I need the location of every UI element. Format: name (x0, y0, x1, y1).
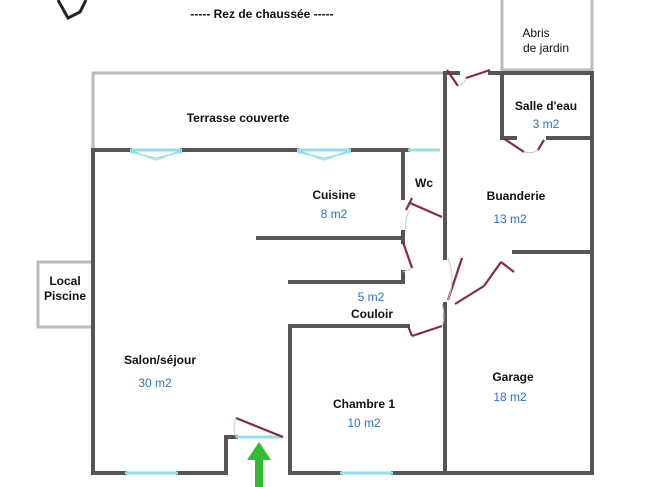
local-piscine-outline (36, 260, 93, 329)
abris-label-2: de jardin (523, 41, 569, 55)
couloir-area: 5 m2 (358, 290, 385, 304)
garage-label: Garage (492, 370, 534, 384)
cuisine-label: Cuisine (312, 188, 356, 202)
buanderie-area: 13 m2 (493, 212, 527, 226)
terrasse-label: Terrasse couverte (187, 111, 290, 125)
floor-title: ----- Rez de chaussée ----- (190, 7, 333, 21)
chambre1-area: 10 m2 (347, 416, 381, 430)
salon-area: 30 m2 (138, 376, 172, 390)
abris-outline (500, 0, 594, 72)
interior-walls (256, 71, 594, 475)
chambre1-label: Chambre 1 (333, 397, 395, 411)
buanderie-label: Buanderie (487, 189, 546, 203)
entrance-arrow-icon (247, 442, 271, 487)
wc-label: Wc (415, 176, 433, 190)
salle-eau-label: Salle d'eau (515, 99, 577, 113)
garage-area: 18 m2 (493, 390, 527, 404)
windows (125, 148, 440, 475)
north-arrow-icon (56, 0, 88, 20)
local-piscine-label-2: Piscine (44, 289, 86, 303)
doors (233, 68, 545, 439)
couloir-label: Couloir (351, 307, 393, 321)
salle-eau-area: 3 m2 (533, 117, 560, 131)
exterior-walls (91, 71, 594, 475)
abris-label-1: Abris (522, 26, 549, 40)
cuisine-area: 8 m2 (321, 207, 348, 221)
local-piscine-label-1: Local (49, 274, 80, 288)
salon-label: Salon/séjour (124, 353, 196, 367)
